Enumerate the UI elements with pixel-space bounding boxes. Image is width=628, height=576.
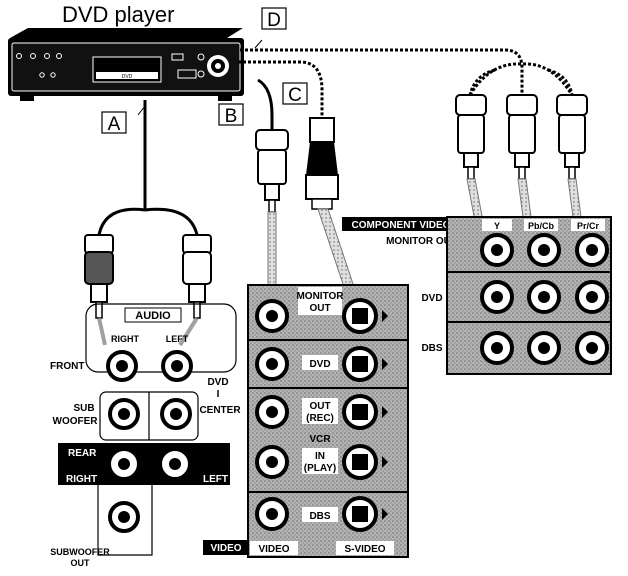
- video-label-vcr-play: (PLAY): [304, 463, 336, 474]
- component-monitor-pb-jack: [527, 233, 561, 267]
- component-dbs-pr-jack: [575, 331, 609, 365]
- video-plug-icon: [255, 129, 289, 213]
- vcr-out-svideo-jack: [342, 394, 388, 430]
- video-label-monitor: MONITOR: [296, 291, 344, 302]
- audio-label-center: CENTER: [199, 405, 241, 416]
- callout-d: D: [254, 7, 287, 49]
- audio-cable-a: [97, 100, 199, 236]
- player-display-text: DVD: [122, 74, 133, 80]
- monitor-out-video-jack: [255, 299, 289, 333]
- dvd-player: DVD: [8, 28, 244, 101]
- subwoofer-jack: [108, 398, 140, 430]
- audio-panel: AUDIO RIGHT LEFT FRONT SUB WOOFER DVD I …: [50, 303, 241, 568]
- dvd-svideo-jack: [342, 346, 388, 382]
- component-dvd-pb-jack: [527, 280, 561, 314]
- video-cable-b: [257, 78, 274, 130]
- callout-b: B: [218, 103, 244, 127]
- video-label-vcr-out: OUT: [309, 401, 330, 412]
- subwoofer-out-jack: [108, 501, 140, 533]
- component-monitor-y-jack: [480, 233, 514, 267]
- dbs-video-jack: [255, 497, 289, 531]
- audio-label-subwoofer-out: SUBWOOFER: [50, 547, 110, 557]
- audio-plug-left-icon: [182, 234, 212, 319]
- video-label-video-column: VIDEO: [258, 544, 289, 555]
- video-label-dbs: DBS: [309, 511, 330, 522]
- video-panel: MONITOR OUT DVD OUT (REC) VCR IN (PLAY): [203, 284, 409, 558]
- front-right-jack: [106, 350, 138, 382]
- vcr-in-svideo-jack: [342, 444, 388, 480]
- vcr-in-video-jack: [255, 445, 289, 479]
- video-label-vcr: VCR: [309, 434, 331, 445]
- audio-label-right: RIGHT: [111, 334, 140, 344]
- audio-label-divider: I: [217, 389, 220, 400]
- component-dbs-pb-jack: [527, 331, 561, 365]
- audio-label-woofer: WOOFER: [53, 416, 99, 427]
- rear-panel: [58, 443, 230, 485]
- component-dvd-y-jack: [480, 280, 514, 314]
- component-monitor-pr-jack: [575, 233, 609, 267]
- component-label-pr: Pr/Cr: [577, 221, 600, 231]
- component-label-y: Y: [494, 221, 500, 231]
- audio-plug-right-icon: [84, 234, 114, 319]
- component-plug-y-icon: [455, 94, 487, 180]
- component-label-monitor-out: MONITOR OUT: [386, 236, 457, 247]
- video-header: VIDEO: [210, 543, 241, 554]
- svg-text:B: B: [225, 106, 238, 127]
- dvd-video-jack: [255, 347, 289, 381]
- svg-text:A: A: [108, 114, 121, 135]
- component-cable-d: [240, 48, 574, 96]
- center-jack: [160, 398, 192, 430]
- audio-label-out: OUT: [71, 558, 91, 568]
- video-label-dvd: DVD: [309, 359, 330, 370]
- component-plug-pr-icon: [556, 94, 588, 180]
- svideo-plug-icon: [305, 117, 339, 210]
- audio-label-rear-left: LEFT: [203, 474, 228, 485]
- svideo-cable-c: [238, 60, 324, 118]
- audio-header: AUDIO: [135, 310, 171, 322]
- audio-label-left: LEFT: [166, 334, 189, 344]
- video-label-vcr-rec: (REC): [306, 413, 334, 424]
- player-buttons-icon: [16, 53, 62, 78]
- audio-label-front: FRONT: [50, 361, 84, 372]
- vcr-out-video-jack: [255, 395, 289, 429]
- rear-right-jack: [107, 447, 141, 481]
- dvd-player-title: DVD player: [62, 2, 174, 27]
- video-label-vcr-in: IN: [315, 451, 325, 462]
- video-label-svideo-column: S-VIDEO: [344, 544, 385, 555]
- front-left-jack: [161, 350, 193, 382]
- audio-label-sub: SUB: [73, 403, 94, 414]
- audio-label-dvd: DVD: [207, 377, 228, 388]
- component-label-dbs: DBS: [421, 343, 442, 354]
- audio-label-rear-right: RIGHT: [66, 474, 97, 485]
- component-header: COMPONENT VIDEO: [352, 220, 451, 231]
- component-plug-pb-icon: [506, 94, 538, 180]
- svg-text:D: D: [267, 10, 281, 31]
- svg-text:C: C: [288, 85, 302, 106]
- callout-a: A: [101, 105, 146, 135]
- monitor-out-svideo-jack: [342, 298, 388, 334]
- component-panel: COMPONENT VIDEO MONITOR OUT Y Pb/Cb Pr/C…: [342, 216, 612, 375]
- video-label-monitor-out: OUT: [309, 303, 330, 314]
- rear-left-jack: [158, 447, 192, 481]
- component-label-pb: Pb/Cb: [528, 221, 555, 231]
- dbs-svideo-jack: [342, 496, 388, 532]
- audio-label-rear: REAR: [68, 448, 97, 459]
- callout-c: C: [282, 82, 308, 106]
- component-dvd-pr-jack: [575, 280, 609, 314]
- component-label-dvd: DVD: [421, 293, 442, 304]
- component-dbs-y-jack: [480, 331, 514, 365]
